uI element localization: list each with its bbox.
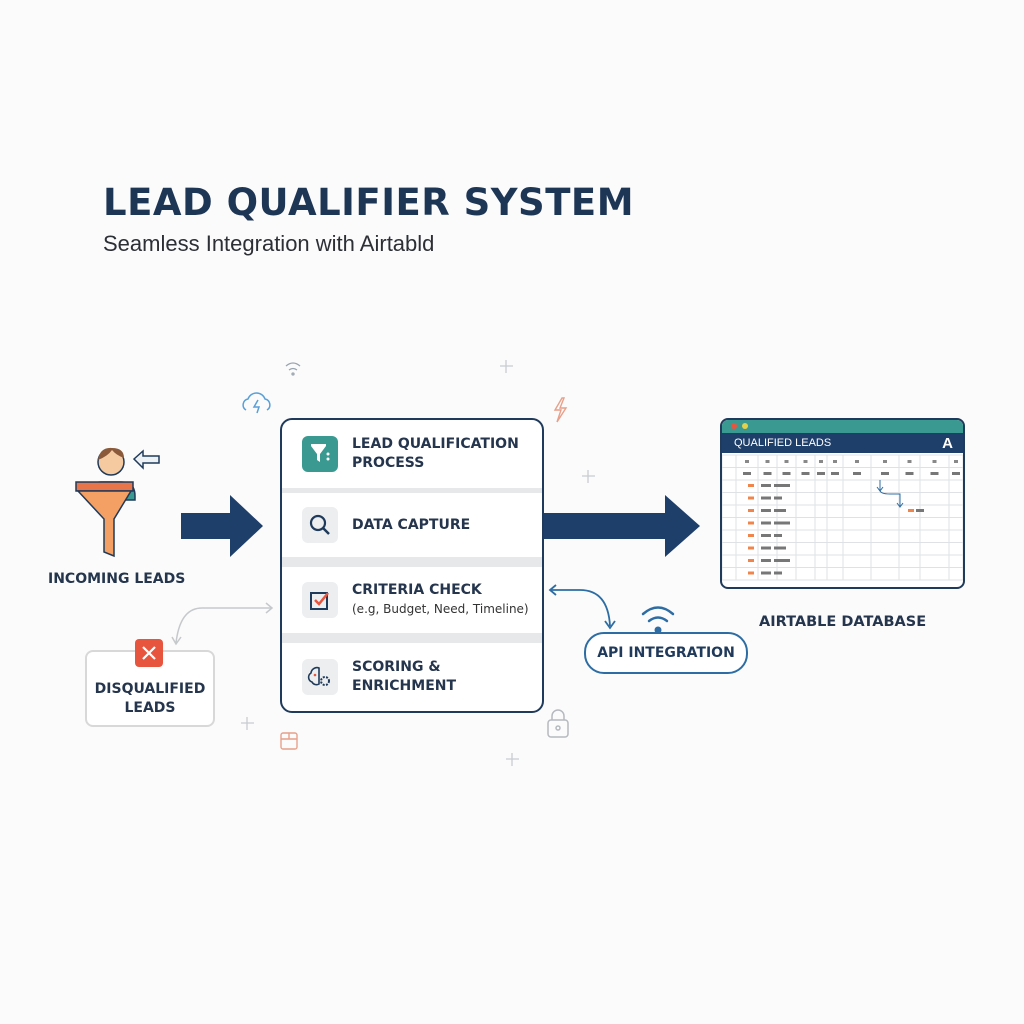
person-funnel-icon	[75, 447, 160, 558]
disqualified-line2: LEADS	[124, 700, 176, 716]
process-title-line2: PROCESS	[352, 455, 425, 471]
lock-icon	[547, 709, 569, 738]
lead-qualification-card: LEAD QUALIFICATION PROCESS DATA CAPTURE C…	[280, 418, 544, 713]
airtable-logo: A	[942, 434, 953, 452]
process-title-line1: LEAD QUALIFICATION	[352, 436, 519, 452]
api-label: API INTEGRATION	[597, 645, 735, 661]
reject-arrow	[175, 607, 272, 644]
filter-icon	[302, 436, 338, 472]
table-title: QUALIFIED LEADS	[734, 437, 832, 449]
step-sublabel: (e.g, Budget, Need, Timeline)	[352, 602, 529, 616]
lightning-icon	[553, 397, 568, 423]
close-x-icon	[135, 639, 163, 667]
brain-gear-icon	[302, 659, 338, 695]
plus-icon	[241, 360, 595, 766]
window-header: QUALIFIED LEADS A	[722, 433, 963, 453]
step-label-line2: ENRICHMENT	[352, 678, 457, 694]
incoming-leads-label: INCOMING LEADS	[48, 571, 186, 587]
package-icon	[280, 732, 298, 750]
wifi-icon	[285, 362, 301, 376]
magnifier-icon	[302, 507, 338, 543]
checkbox-icon	[302, 582, 338, 618]
step-criteria-check[interactable]: CRITERIA CHECK (e.g, Budget, Need, Timeli…	[282, 567, 542, 633]
cloud-icon	[242, 392, 271, 414]
airtable-database-label: AIRTABLE DATABASE	[759, 614, 927, 630]
minimize-dot[interactable]	[742, 423, 748, 429]
step-label-line1: SCORING &	[352, 659, 441, 675]
step-scoring-enrichment[interactable]: SCORING & ENRICHMENT	[282, 643, 542, 711]
api-sync-arrow	[550, 589, 611, 627]
close-dot[interactable]	[731, 423, 737, 429]
data-grid	[722, 454, 963, 581]
step-label: DATA CAPTURE	[352, 516, 471, 533]
wifi-icon	[641, 606, 675, 623]
flow-arrow-1	[181, 495, 263, 557]
airtable-window: QUALIFIED LEADS A	[720, 418, 965, 589]
api-integration-pill[interactable]: API INTEGRATION	[584, 632, 748, 674]
step-label: CRITERIA CHECK	[352, 582, 482, 598]
disqualified-leads-box: DISQUALIFIED LEADS	[85, 650, 215, 727]
flow-arrow-2	[543, 495, 700, 557]
window-titlebar	[722, 420, 963, 433]
disqualified-line1: DISQUALIFIED	[94, 681, 206, 697]
page-title: LEAD QUALIFIER SYSTEM	[103, 181, 635, 224]
page-subtitle: Seamless Integration with Airtabld	[103, 231, 435, 256]
process-header: LEAD QUALIFICATION PROCESS	[282, 420, 542, 488]
step-data-capture[interactable]: DATA CAPTURE	[282, 493, 542, 557]
